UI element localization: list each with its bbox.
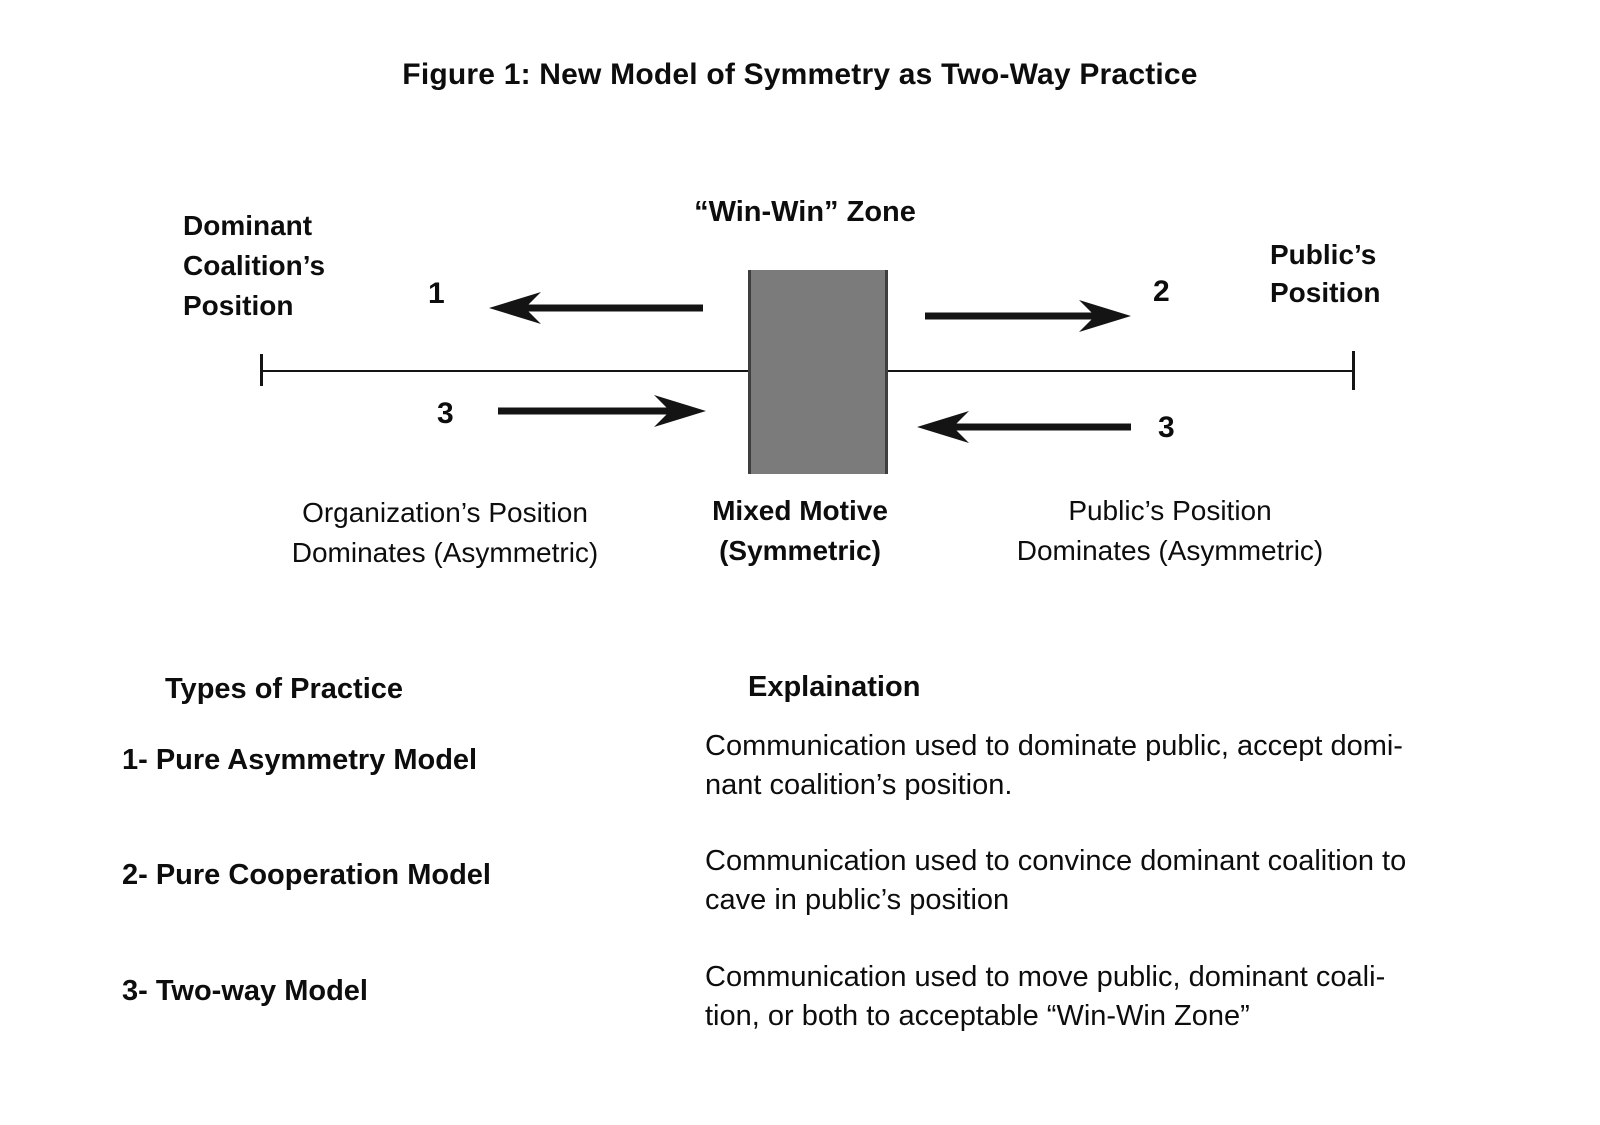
caption-organization-dominates: Organization’s Position Dominates (Asymm… — [291, 497, 599, 568]
arrow-right-icon — [925, 300, 1131, 332]
arrow-shaft — [951, 423, 1131, 431]
arrow-left-icon — [489, 292, 703, 324]
arrow-3-right-side-left-icon — [915, 408, 1133, 446]
axis-left-tick — [260, 354, 263, 386]
arrowhead — [917, 411, 969, 443]
dominant-coalition-position-label: Dominant Coalition’s Position — [183, 210, 326, 321]
explanation-header: Explaination — [748, 671, 921, 703]
row-explanation: Communication used to dominate public, a… — [705, 730, 1403, 801]
arrow-1-number: 1 — [428, 277, 445, 310]
row-explanation: Communication used to convince dominant … — [705, 845, 1407, 916]
caption-public-dominates: Public’s Position Dominates (Asymmetric) — [1016, 495, 1324, 566]
win-win-zone-label: “Win-Win” Zone — [694, 196, 916, 228]
axis-right-tick — [1352, 351, 1355, 390]
arrow-3-left-number: 3 — [437, 397, 454, 430]
publics-position-label: Public’s Position — [1270, 239, 1381, 308]
row-type-label: 3- Two-way Model — [122, 975, 368, 1007]
figure-title: Figure 1: New Model of Symmetry as Two-W… — [402, 58, 1198, 91]
arrow-left-icon — [917, 411, 1131, 443]
types-of-practice-header: Types of Practice — [165, 673, 404, 705]
arrow-1-left-icon — [487, 289, 705, 327]
row-explanation: Communication used to move public, domin… — [705, 961, 1386, 1032]
arrow-right-icon — [498, 395, 706, 427]
arrowhead — [1079, 300, 1131, 332]
win-win-zone-box — [748, 270, 888, 474]
arrow-shaft — [498, 407, 672, 415]
arrowhead — [489, 292, 541, 324]
arrow-3-left-side-right-icon — [498, 392, 708, 430]
arrow-2-number: 2 — [1153, 275, 1170, 308]
arrow-shaft — [523, 304, 703, 312]
row-type-label: 1- Pure Asymmetry Model — [122, 744, 478, 776]
row-type-label: 2- Pure Cooperation Model — [122, 859, 491, 891]
caption-mixed-motive: Mixed Motive (Symmetric) — [712, 495, 888, 566]
arrow-2-right-icon — [925, 297, 1133, 335]
arrow-3-right-number: 3 — [1158, 411, 1175, 444]
arrowhead — [654, 395, 706, 427]
arrow-shaft — [925, 312, 1097, 320]
